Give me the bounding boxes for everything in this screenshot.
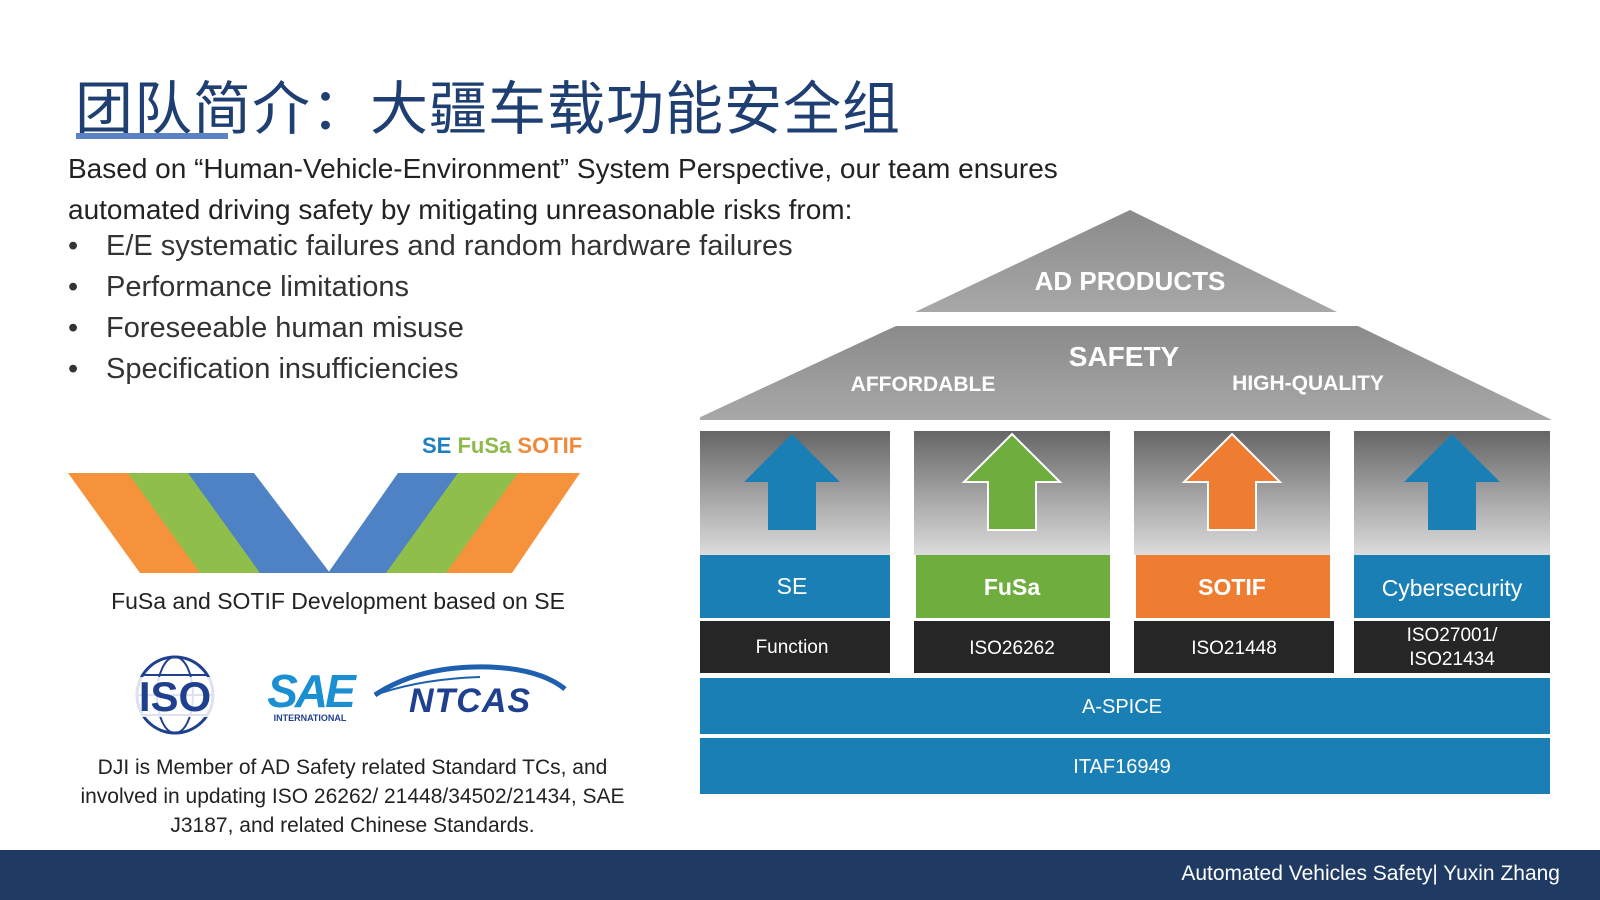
pillar-label: Cybersecurity xyxy=(1382,575,1523,601)
sae-logo-text: SAE xyxy=(267,665,357,717)
v-right-green-stripe xyxy=(386,473,524,573)
lifecycle-label: SE FuSa SOTIF xyxy=(422,433,582,459)
list-item: • Performance limitations xyxy=(66,267,793,308)
v-right-orange-stripe xyxy=(446,473,580,573)
pillar-se: SE Function xyxy=(700,431,890,673)
membership-text: DJI is Member of AD Safety related Stand… xyxy=(80,756,625,837)
ntcas-logo: NTCAS xyxy=(373,664,567,720)
title-underline xyxy=(76,133,228,139)
foundation-aspice-label: A-SPICE xyxy=(1082,696,1162,718)
roof-safety-label: SAFETY xyxy=(1069,341,1180,372)
v-right-blue-stripe xyxy=(328,473,464,573)
roof-high-quality-label: HIGH-QUALITY xyxy=(1232,372,1384,395)
list-item-text: Foreseeable human misuse xyxy=(106,312,464,344)
bullet-glyph: • xyxy=(68,271,79,303)
roof-safety xyxy=(700,326,1552,420)
footer-text: Automated Vehicles Safety| Yuxin Zhang xyxy=(1181,862,1560,885)
safety-house-diagram: AD PRODUCTS SAFETY AFFORDABLE HIGH-QUALI… xyxy=(700,210,1552,794)
slide-title: 团队简介：大疆车载功能安全组 xyxy=(75,75,902,143)
intro-text: Based on “Human-Vehicle-Environment” Sys… xyxy=(68,153,1058,225)
sae-logo-subtext: INTERNATIONAL xyxy=(274,713,347,723)
bullet-glyph: • xyxy=(68,353,79,385)
roof-top-label: AD PRODUCTS xyxy=(1035,266,1226,296)
ntcas-logo-text: NTCAS xyxy=(409,682,531,720)
v-model-graphic xyxy=(68,473,580,573)
bullet-glyph: • xyxy=(68,230,79,262)
foundation-itaf xyxy=(700,738,1550,794)
iso-logo-text: ISO xyxy=(139,673,211,720)
list-item: • Foreseeable human misuse xyxy=(66,308,793,349)
v-left-green-stripe xyxy=(128,473,264,573)
iso-logo: ISO xyxy=(126,655,224,735)
list-item: • Specification insufficiencies xyxy=(66,349,793,390)
pillar-standard-line2: ISO21434 xyxy=(1409,649,1495,670)
lifecycle-fusa: FuSa xyxy=(457,433,512,458)
pillar-standard: Function xyxy=(756,637,829,658)
foundation-aspice xyxy=(700,678,1550,734)
footer-bar xyxy=(0,850,1600,900)
list-item-text: Specification insufficiencies xyxy=(106,353,459,385)
sae-logo: SAE INTERNATIONAL xyxy=(267,665,360,723)
up-arrow-icon xyxy=(1404,434,1500,530)
pillar-standard: ISO26262 xyxy=(969,638,1055,659)
bullet-glyph: • xyxy=(68,312,79,344)
roof-affordable-label: AFFORDABLE xyxy=(851,373,996,396)
standards-logos: ISO SAE INTERNATIONAL NTCAS xyxy=(126,655,567,735)
list-item-text: E/E systematic failures and random hardw… xyxy=(106,230,793,262)
up-arrow-icon xyxy=(961,432,1063,531)
list-item-text: Performance limitations xyxy=(106,271,409,303)
pillar-fusa: FuSa ISO26262 xyxy=(914,431,1110,673)
foundation-itaf-label: ITAF16949 xyxy=(1073,756,1170,778)
pillar-label: FuSa xyxy=(984,574,1040,600)
lifecycle-caption: FuSa and SOTIF Development based on SE xyxy=(111,588,565,614)
v-left-blue-stripe xyxy=(188,473,330,573)
up-arrow-icon xyxy=(744,434,840,530)
pillar-standard-line1: ISO27001/ xyxy=(1407,625,1499,646)
pillar-label: SOTIF xyxy=(1198,574,1266,600)
lifecycle-se: SE xyxy=(422,433,452,458)
roof-top xyxy=(915,210,1337,312)
list-item: • E/E systematic failures and random hard… xyxy=(66,226,793,267)
up-arrow-icon xyxy=(1181,432,1283,531)
pillar-cybersecurity: Cybersecurity ISO27001/ ISO21434 xyxy=(1354,431,1550,673)
risk-list: • E/E systematic failures and random hard… xyxy=(66,226,793,390)
lifecycle-sotif: SOTIF xyxy=(517,433,583,458)
pillar-label: SE xyxy=(777,573,808,599)
v-left-orange-stripe xyxy=(68,473,204,573)
pillar-standard: ISO21448 xyxy=(1191,638,1277,659)
pillar-sotif: SOTIF ISO21448 xyxy=(1134,431,1334,673)
